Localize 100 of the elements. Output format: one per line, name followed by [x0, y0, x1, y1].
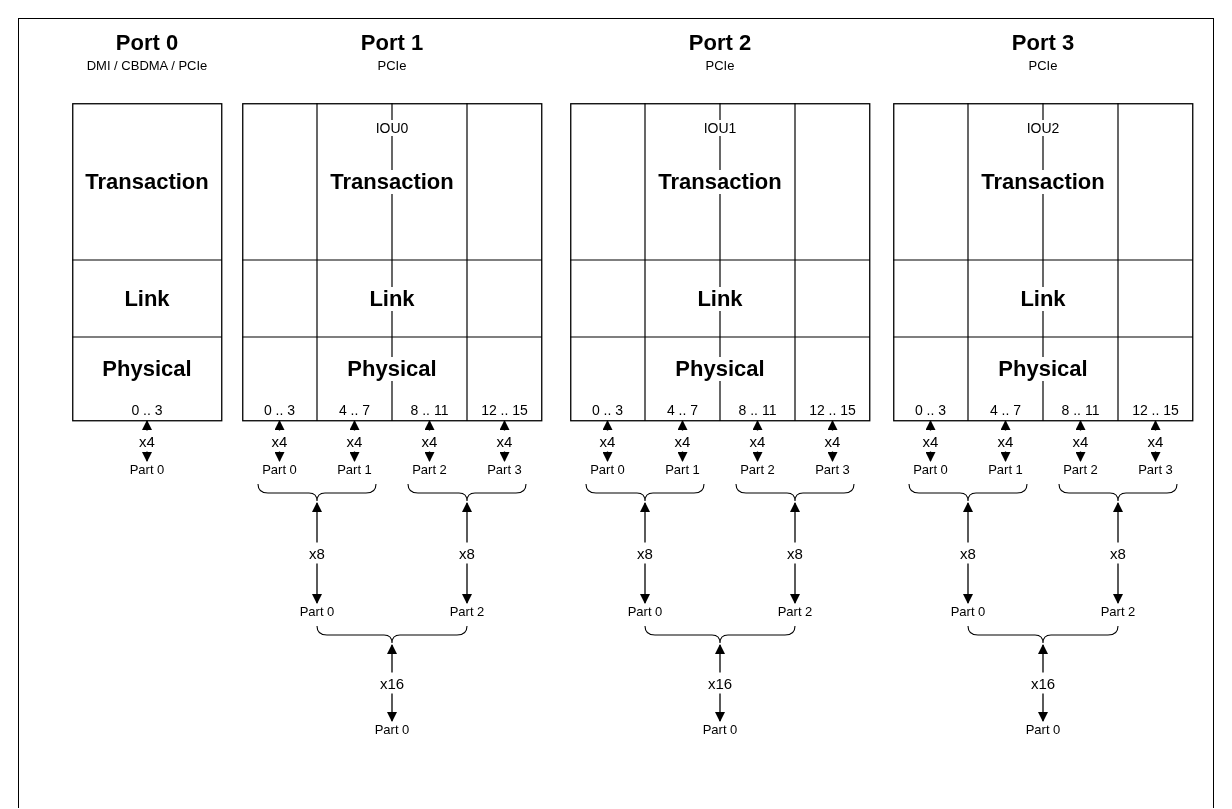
layer-label: Physical: [345, 356, 439, 381]
edge-label: x4: [673, 430, 692, 452]
edge-label: x4: [598, 430, 617, 452]
curly-brace: [585, 484, 705, 502]
port-type-label: DMI / CBDMA / PCIe: [86, 58, 208, 73]
double-arrow: [640, 502, 650, 604]
layer-label: Physical: [673, 356, 767, 381]
part-label: Part 2: [412, 462, 447, 478]
lane-range-label: 8 .. 11: [392, 399, 467, 420]
part-label: Part 1: [988, 462, 1023, 478]
part-label: Part 2: [740, 462, 775, 478]
double-arrow: [312, 502, 322, 604]
lane-range-label: 4 .. 7: [645, 399, 720, 420]
edge-label: x4: [996, 430, 1015, 452]
unit-label: IOU0: [374, 120, 410, 136]
curly-brace: [735, 484, 855, 502]
port-type-label: PCIe: [1028, 58, 1058, 73]
port-title: Port 3: [1011, 30, 1075, 56]
lane-range-label: 0 .. 3: [570, 399, 645, 420]
part-label: Part 3: [1138, 462, 1173, 478]
edge-label: x16: [378, 672, 406, 694]
port-title: Port 0: [115, 30, 179, 56]
layer-label: Physical: [996, 356, 1090, 381]
port-type-label: PCIe: [377, 58, 407, 73]
double-arrow: [677, 420, 688, 462]
port-title: Port 2: [688, 30, 752, 56]
edge-label: x8: [1109, 542, 1127, 564]
port-title: Port 1: [360, 30, 424, 56]
edge-label: x4: [748, 430, 767, 452]
edge-label: x4: [138, 430, 156, 452]
edge-label: x8: [636, 542, 654, 564]
part-label: Part 0: [129, 462, 165, 478]
curly-brace: [967, 626, 1119, 644]
double-arrow: [1075, 420, 1086, 462]
edge-label: x4: [921, 430, 940, 452]
double-arrow: [1000, 420, 1011, 462]
lane-range-label: 12 .. 15: [467, 399, 542, 420]
curly-brace: [908, 484, 1028, 502]
lane-range-label: 12 .. 15: [1118, 399, 1193, 420]
part-label: Part 2: [449, 604, 485, 620]
lane-range-label: 0 .. 3: [72, 399, 222, 420]
part-label: Part 0: [1025, 722, 1061, 738]
layer-label: Link: [367, 286, 417, 311]
double-arrow: [349, 420, 360, 462]
part-label: Part 0: [299, 604, 335, 620]
edge-label: x8: [959, 542, 977, 564]
curly-brace: [316, 626, 468, 644]
double-arrow: [424, 420, 435, 462]
double-arrow: [274, 420, 285, 462]
unit-label: IOU1: [702, 120, 738, 136]
part-label: Part 2: [1063, 462, 1098, 478]
edge-label: x8: [308, 542, 326, 564]
curly-brace: [257, 484, 377, 502]
layer-label: Link: [695, 286, 745, 311]
layer-label: Transaction: [979, 169, 1107, 194]
edge-label: x4: [1071, 430, 1090, 452]
part-label: Part 0: [627, 604, 663, 620]
layer-label: Link: [1018, 286, 1068, 311]
curly-brace: [407, 484, 527, 502]
lane-range-label: 4 .. 7: [968, 399, 1043, 420]
edge-label: x16: [1029, 672, 1057, 694]
part-label: Part 0: [950, 604, 986, 620]
edge-label: x4: [1146, 430, 1165, 452]
edge-label: x4: [823, 430, 842, 452]
double-arrow: [462, 502, 472, 604]
curly-brace: [644, 626, 796, 644]
part-label: Part 2: [777, 604, 813, 620]
part-label: Part 1: [665, 462, 700, 478]
part-label: Part 0: [913, 462, 948, 478]
lane-range-label: 8 .. 11: [720, 399, 795, 420]
double-arrow: [1113, 502, 1123, 604]
double-arrow: [142, 420, 152, 462]
edge-label: x4: [420, 430, 439, 452]
edge-label: x4: [270, 430, 289, 452]
lane-range-label: 12 .. 15: [795, 399, 870, 420]
double-arrow: [602, 420, 613, 462]
double-arrow: [925, 420, 936, 462]
double-arrow: [827, 420, 838, 462]
part-label: Part 0: [590, 462, 625, 478]
lane-range-label: 0 .. 3: [893, 399, 968, 420]
double-arrow: [1150, 420, 1161, 462]
unit-label: IOU2: [1025, 120, 1061, 136]
part-label: Part 2: [1100, 604, 1136, 620]
port-type-label: PCIe: [705, 58, 735, 73]
double-arrow: [963, 502, 973, 604]
part-label: Part 1: [337, 462, 372, 478]
lane-range-label: 8 .. 11: [1043, 399, 1118, 420]
lane-range-label: 0 .. 3: [242, 399, 317, 420]
edge-label: x8: [786, 542, 804, 564]
part-label: Part 3: [487, 462, 522, 478]
part-label: Part 3: [815, 462, 850, 478]
edge-label: x8: [458, 542, 476, 564]
double-arrow: [752, 420, 763, 462]
layer-label: Transaction: [328, 169, 456, 194]
part-label: Part 0: [702, 722, 738, 738]
part-label: Part 0: [374, 722, 410, 738]
edge-label: x4: [345, 430, 364, 452]
lane-range-label: 4 .. 7: [317, 399, 392, 420]
part-label: Part 0: [262, 462, 297, 478]
edge-label: x16: [706, 672, 734, 694]
